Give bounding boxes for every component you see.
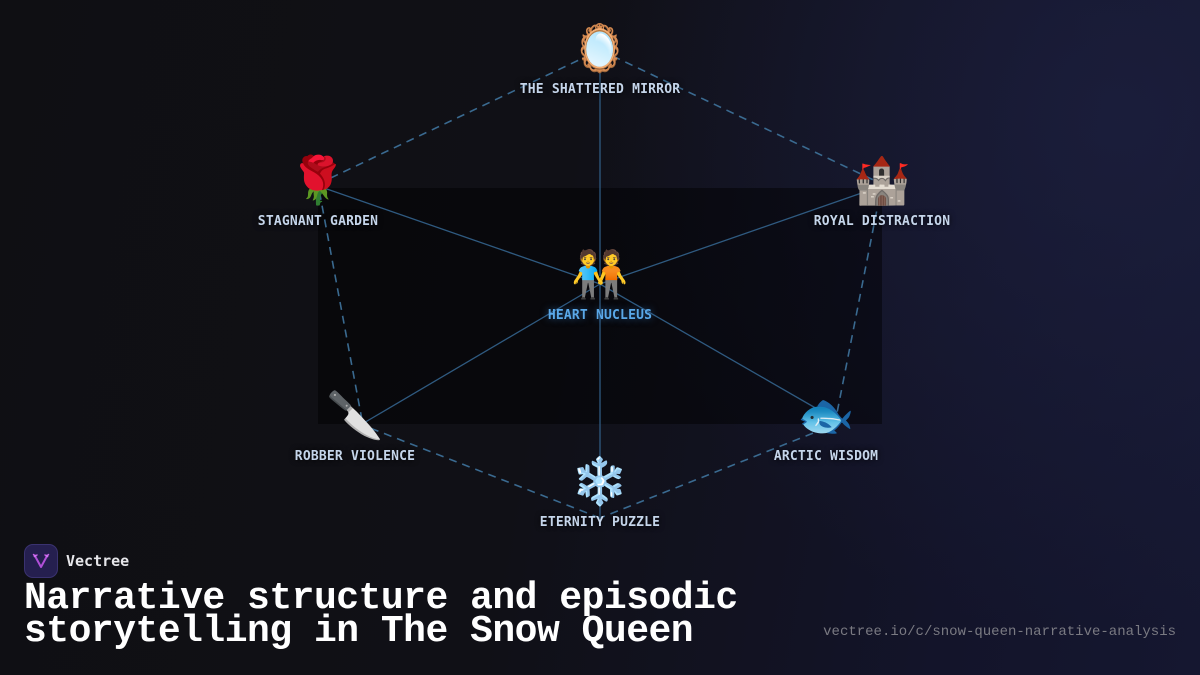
vectree-logo-icon [24,544,58,578]
node-label: STAGNANT GARDEN [257,214,379,229]
brand-name: Vectree [66,552,130,570]
title-line-1: Narrative structure and episodic [24,577,738,620]
node-label: ROBBER VIOLENCE [294,449,416,464]
node-shattered-mirror[interactable]: 🪞 THE SHATTERED MIRROR [520,20,681,97]
hub-label: HEART NUCLEUS [547,308,653,323]
node-label: ARCTIC WISDOM [773,449,879,464]
brand: Vectree [24,544,129,578]
node-label: ROYAL DISTRACTION [813,214,951,229]
edge-mirror-castle [599,49,883,185]
spoke-knife [361,283,601,425]
edge-knife-rose [317,183,363,421]
node-robber-violence[interactable]: 🔪 ROBBER VIOLENCE [295,387,415,464]
node-label: ETERNITY PUZZLE [539,515,661,530]
spoke-rose [323,187,601,285]
spoke-edges [323,60,877,518]
node-heart-nucleus[interactable]: 🧑‍🤝‍🧑 HEART NUCLEUS [548,246,652,323]
spoke-fish [599,283,827,415]
mirror-icon: 🪞 [571,21,629,75]
node-arctic-wisdom[interactable]: 🐟 ARCTIC WISDOM [774,387,878,464]
edge-snowflake-knife [364,425,601,519]
edge-fish-snowflake [599,427,827,519]
node-label: THE SHATTERED MIRROR [519,82,681,97]
page-title: Narrative structure and episodic storyte… [24,577,738,653]
node-stagnant-garden[interactable]: 🌹 STAGNANT GARDEN [258,152,378,229]
spoke-castle [599,187,877,285]
node-royal-distraction[interactable]: 🏰 ROYAL DISTRACTION [814,152,950,229]
rose-icon: 🌹 [289,153,347,207]
edge-castle-fish [835,183,883,419]
vectree-logo-glyph [32,553,50,568]
castle-icon: 🏰 [853,153,911,207]
source-url[interactable]: vectree.io/c/snow-queen-narrative-analys… [823,624,1176,640]
edge-rose-mirror [317,49,601,185]
snowflake-icon: ❄️ [571,454,629,508]
fish-icon: 🐟 [797,388,855,442]
ring-edges [317,49,883,519]
knife-icon: 🔪 [326,388,384,442]
people-holding-hands-icon: 🧑‍🤝‍🧑 [571,247,629,301]
node-eternity-puzzle[interactable]: ❄️ ETERNITY PUZZLE [540,453,660,530]
title-line-2: storytelling in The Snow Queen [24,610,694,653]
